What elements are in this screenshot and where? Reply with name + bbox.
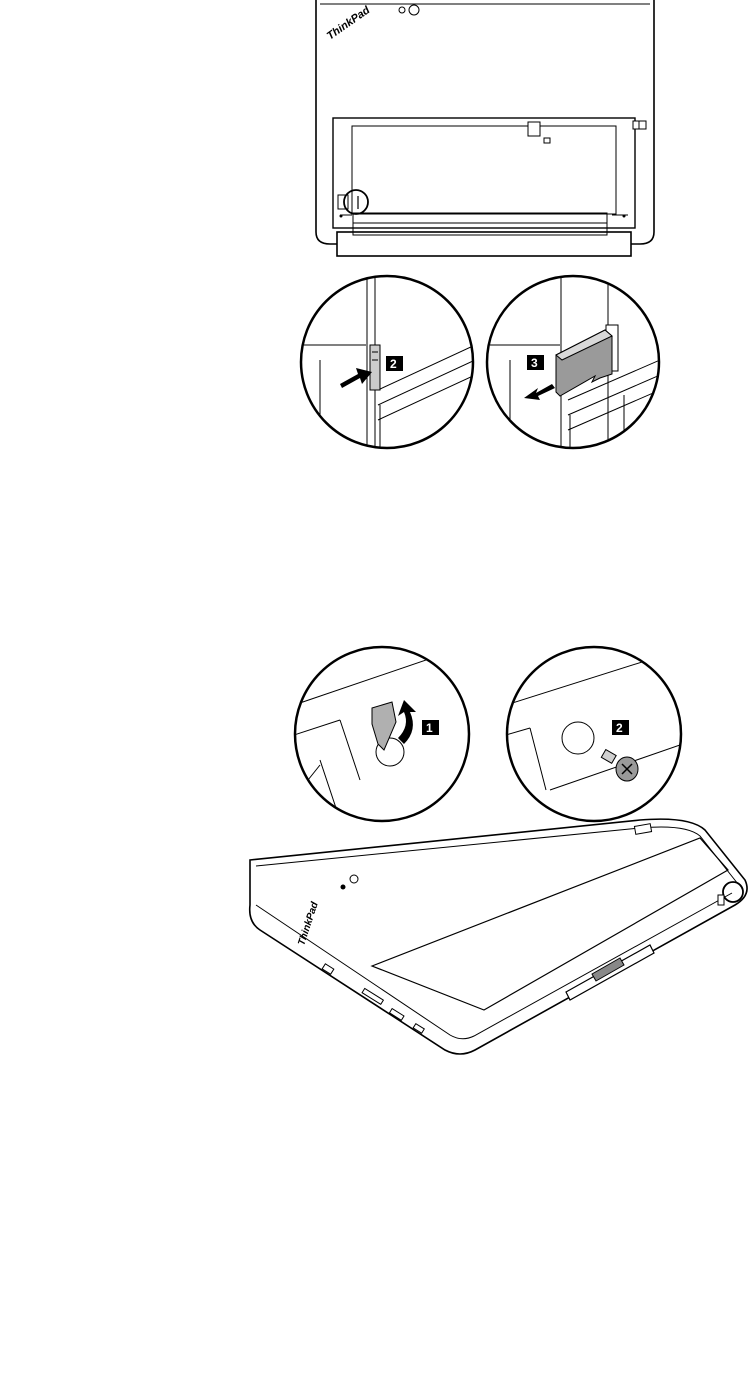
tablet-body [250,819,747,1054]
camera-icon [399,7,405,13]
svg-text:1: 1 [426,721,433,735]
dock-connector [337,232,631,256]
brand-logo: ThinkPad [325,4,373,42]
kickstand-area [333,118,635,228]
detail-eject-tray: 2 [300,276,475,448]
figure-tablet-back: ThinkPad [300,0,670,262]
detail-remove-card: 3 [487,276,660,448]
camera-icon-2 [341,885,346,890]
svg-text:2: 2 [390,357,397,371]
svg-text:3: 3 [531,356,538,370]
detail-lift-cover: 1 [294,645,470,821]
figure-tablet-perspective: ThinkPad [245,815,753,1065]
figure-card-detail: 2 3 [298,270,668,454]
svg-text:2: 2 [616,721,623,735]
figure-screw-detail: 1 2 [290,645,690,825]
detail-remove-screw: 2 [506,647,681,821]
